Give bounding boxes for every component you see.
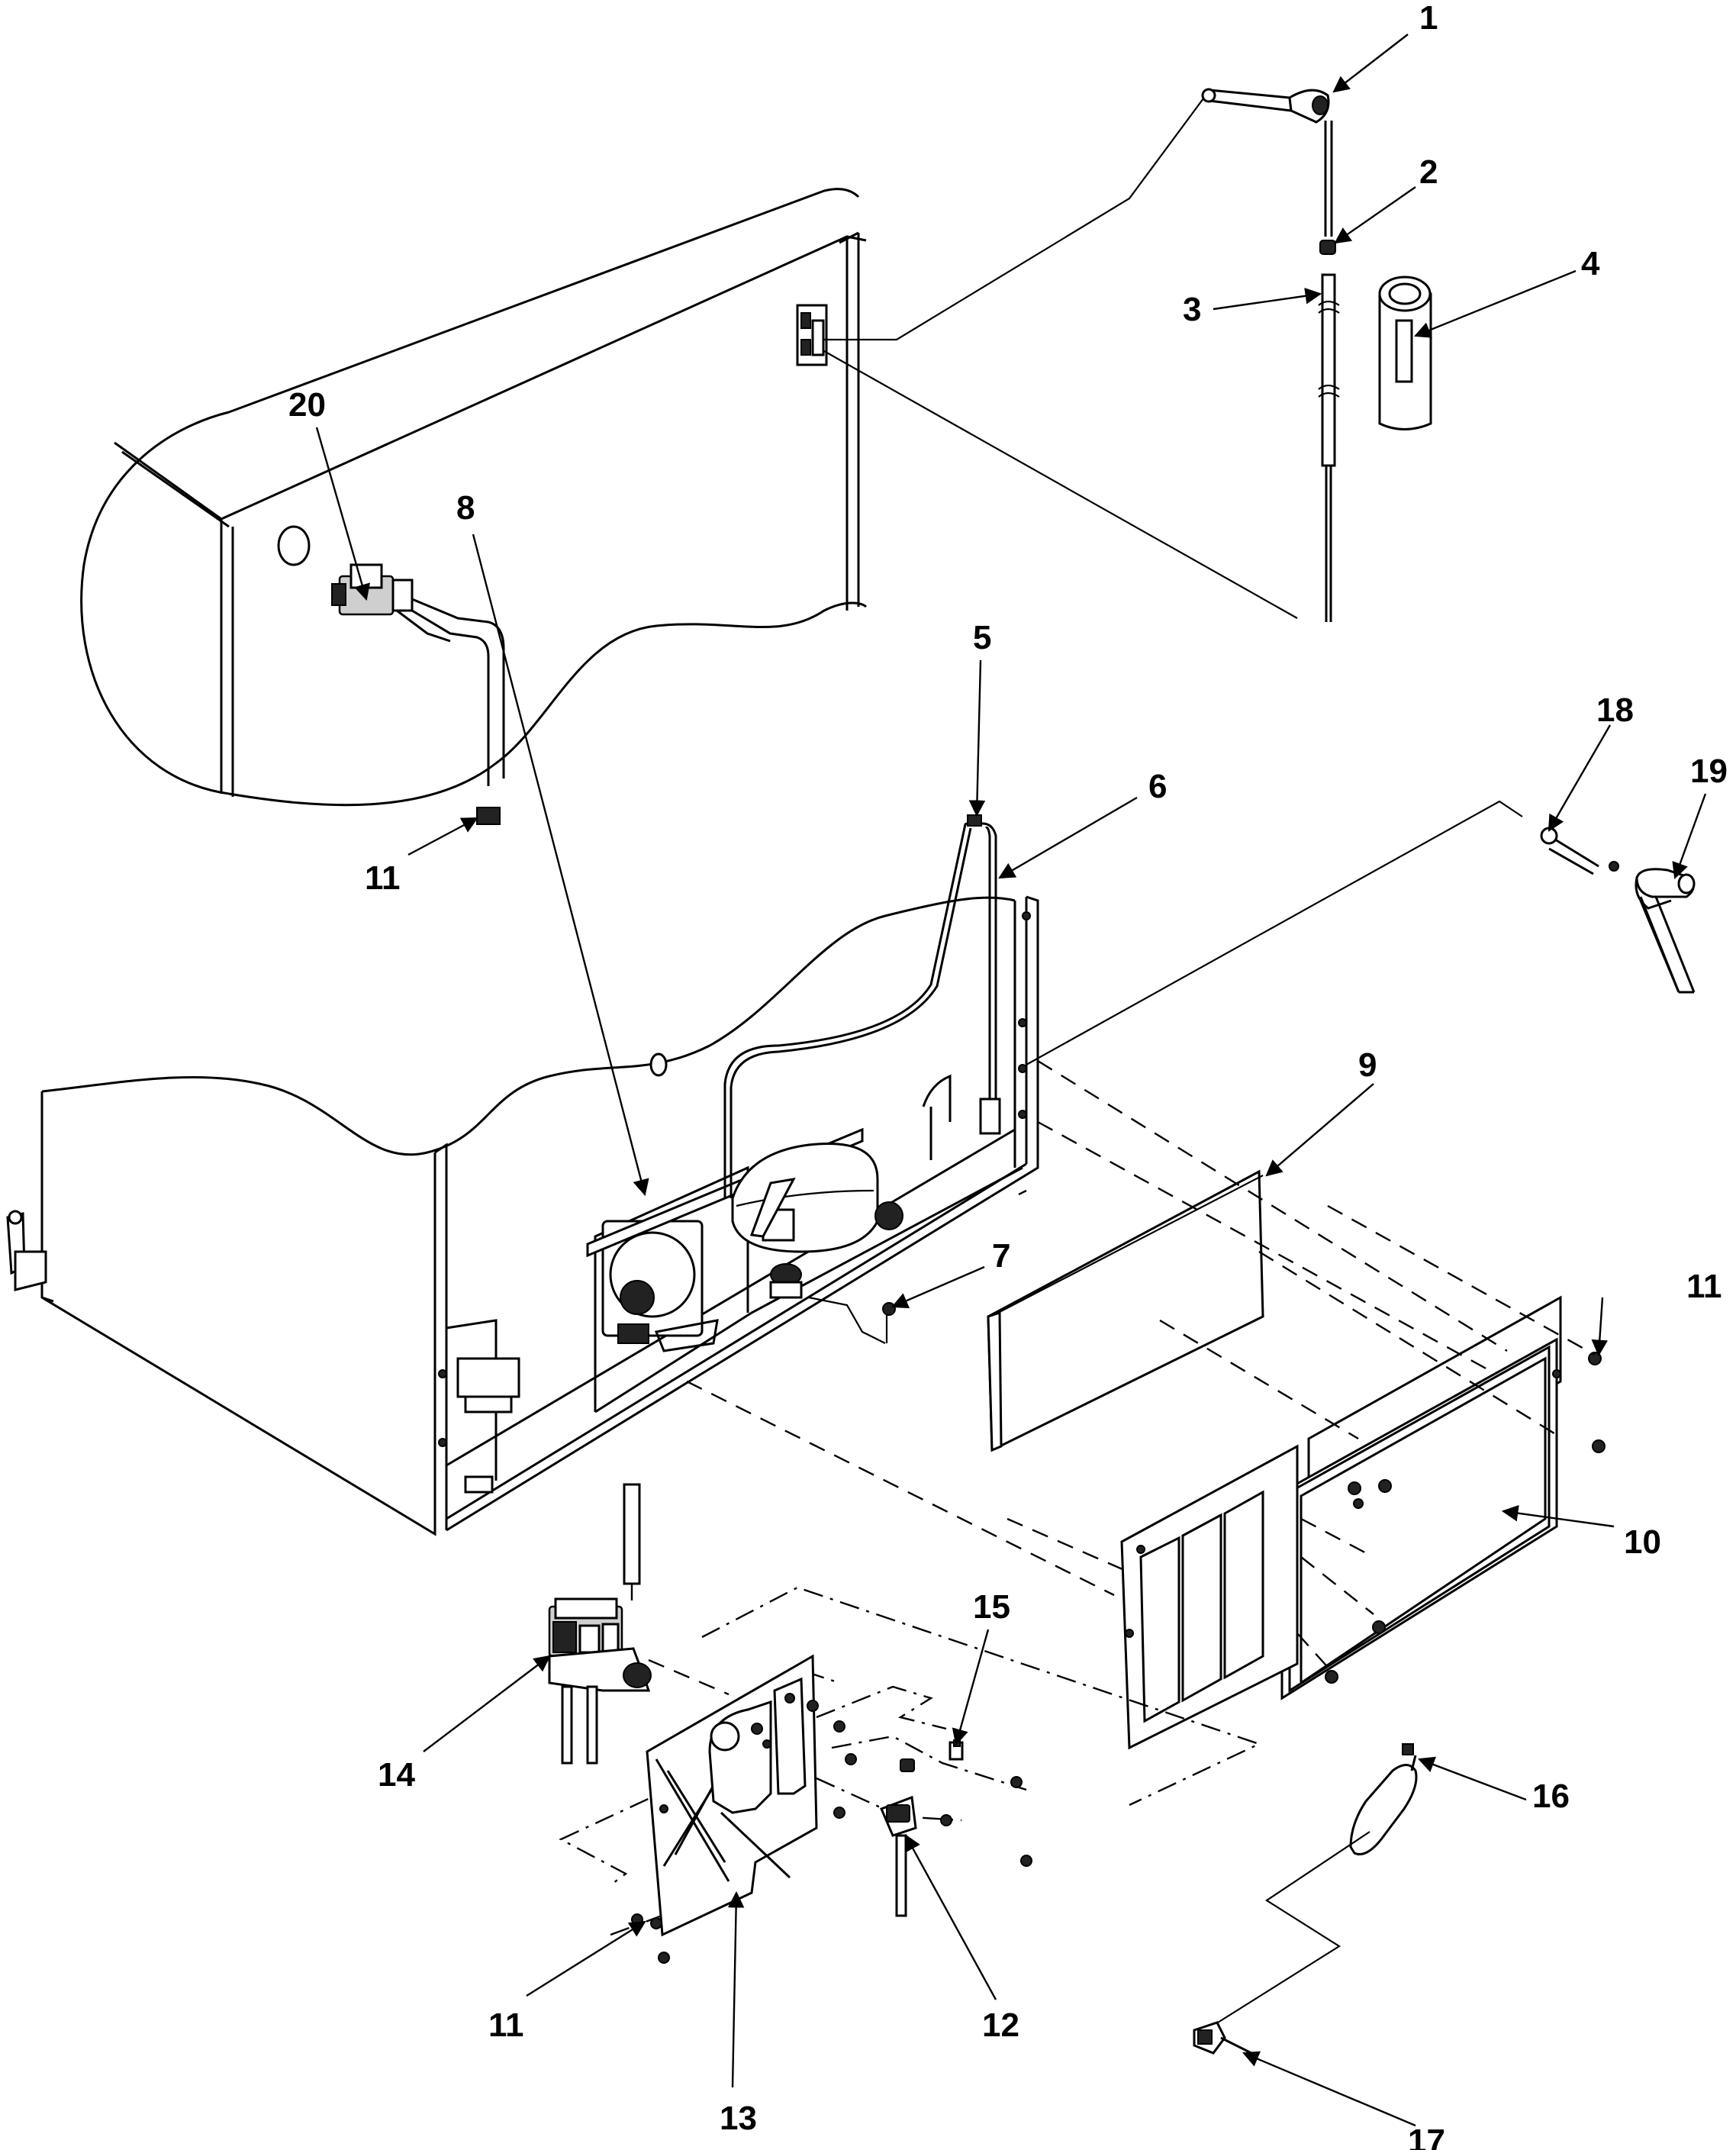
label-part-3: 3 <box>1183 291 1201 328</box>
part-5-6-tubing <box>723 814 1001 1198</box>
label-part-4: 4 <box>1581 245 1600 282</box>
condenser-fan <box>601 1220 719 1352</box>
label-part-11-upper: 11 <box>365 859 401 897</box>
part-7-screw <box>808 1296 896 1344</box>
label-part-18: 18 <box>1596 691 1634 729</box>
label-part-1: 1 <box>1419 0 1438 37</box>
label-part-16: 16 <box>1532 1778 1570 1815</box>
grille-panel <box>1120 1444 1299 1750</box>
part-12-switch <box>880 1795 917 1917</box>
label-part-19: 19 <box>1690 753 1728 790</box>
part-9-pad <box>987 1169 1264 1452</box>
leader-lines <box>315 34 1707 2127</box>
label-part-15: 15 <box>973 1588 1010 1626</box>
label-part-7: 7 <box>992 1237 1010 1275</box>
part-18-19-drain <box>1540 827 1696 994</box>
lower-cabinet-view <box>6 814 1039 1536</box>
part-1-hinge-pin <box>1201 88 1333 237</box>
label-part-11-right: 11 <box>1686 1268 1722 1305</box>
label-part-9: 9 <box>1358 1046 1377 1084</box>
label-part-20: 20 <box>288 386 326 424</box>
upper-cabinet-view <box>80 188 868 825</box>
part-1-bracket-mount <box>796 304 828 366</box>
part-4-sleeve <box>1378 276 1432 430</box>
label-part-2: 2 <box>1419 153 1438 191</box>
compressor <box>731 1142 903 1299</box>
part-2-collar <box>1319 240 1336 255</box>
label-part-12: 12 <box>982 2007 1019 2044</box>
part-14-water-valve <box>548 1483 730 1765</box>
label-part-17: 17 <box>1408 2123 1445 2150</box>
part-10-rear-panel <box>1270 1295 1562 1700</box>
part-20-valve <box>331 563 505 786</box>
label-part-6: 6 <box>1148 768 1167 805</box>
label-part-14: 14 <box>378 1756 415 1794</box>
part-3-rod <box>1318 273 1340 622</box>
part-13-mounting-plate <box>646 1654 818 1937</box>
panel-screws <box>1325 1352 1606 1684</box>
label-part-11-lower: 11 <box>488 2007 524 2044</box>
exploded-lines <box>686 800 1596 1672</box>
label-part-8: 8 <box>456 489 475 527</box>
part-11-clip-upper <box>476 807 501 825</box>
label-part-13: 13 <box>720 2100 757 2137</box>
part-17-fitting <box>1193 2021 1253 2061</box>
label-part-5: 5 <box>973 619 991 656</box>
label-part-10: 10 <box>1624 1523 1661 1561</box>
part-labels: 1 2 3 4 5 6 7 8 9 10 11 11 11 12 13 14 1… <box>288 0 1728 2150</box>
part-16-filter-drier <box>1349 1743 1418 1855</box>
